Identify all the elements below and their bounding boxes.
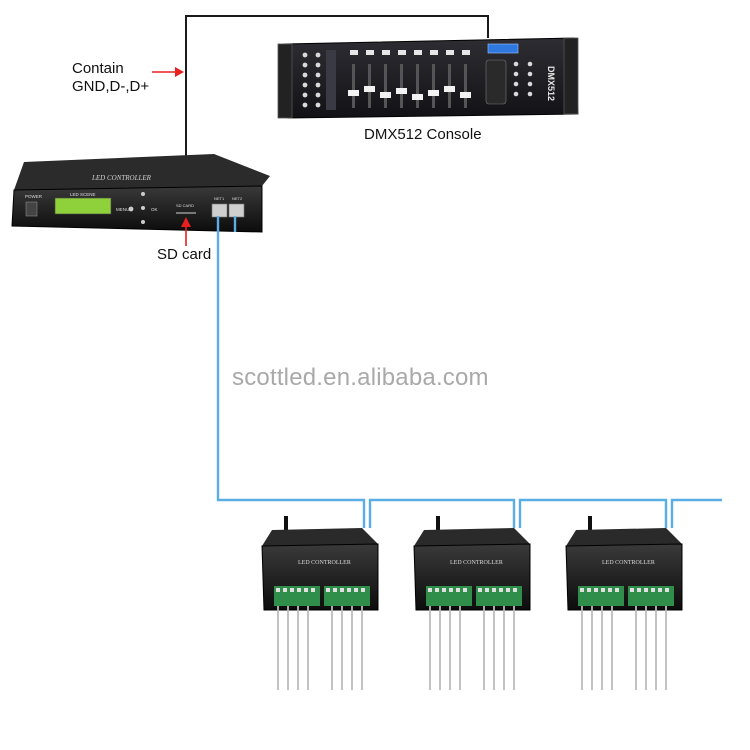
ok-label: OK — [151, 207, 158, 212]
slave-1-label: LED CONTROLLER — [298, 560, 351, 566]
menu-label: MENU — [116, 207, 129, 212]
console-caption: DMX512 Console — [364, 126, 482, 143]
screen-caption: LED SCENE — [70, 192, 96, 197]
annotation-contain-line2: GND,D-,D+ — [72, 78, 150, 95]
console-brand: DMX512 — [546, 66, 556, 101]
controller-top-label: LED CONTROLLER — [91, 174, 152, 182]
network-cables — [216, 216, 722, 528]
slave-2-label: LED CONTROLLER — [450, 560, 503, 566]
power-switch — [25, 201, 38, 217]
slave-controller-2: LED CONTROLLER — [413, 516, 531, 690]
net1-port — [211, 203, 228, 218]
watermark: scottled.en.alibaba.com — [232, 364, 489, 391]
cable-content-annotation: Contain GND,D-,D+ — [72, 60, 149, 96]
cable-net1 — [216, 216, 366, 528]
slave-3-label: LED CONTROLLER — [602, 560, 655, 566]
sd-card-label: SD card — [157, 246, 212, 263]
dmx512-console: DMX512 — [277, 37, 579, 119]
sd-slot-label: SD CARD — [176, 203, 194, 208]
slave-controller-1: LED CONTROLLER — [261, 516, 379, 690]
contain-arrow — [152, 67, 184, 77]
sd-card-arrow — [181, 217, 191, 246]
slave-controller-3: LED CONTROLLER — [565, 516, 683, 690]
port1-label: NET1 — [214, 196, 225, 201]
sd-slot — [176, 212, 196, 214]
power-label: POWER — [25, 194, 43, 199]
net2-port — [228, 203, 245, 218]
annotation-contain-line1: Contain — [72, 60, 124, 77]
lcd-screen — [54, 197, 112, 215]
dmx-cable — [185, 15, 489, 158]
main-led-controller: LED CONTROLLER POWER LED SCENE MENU OK S… — [11, 154, 270, 233]
port2-label: NET2 — [232, 196, 243, 201]
